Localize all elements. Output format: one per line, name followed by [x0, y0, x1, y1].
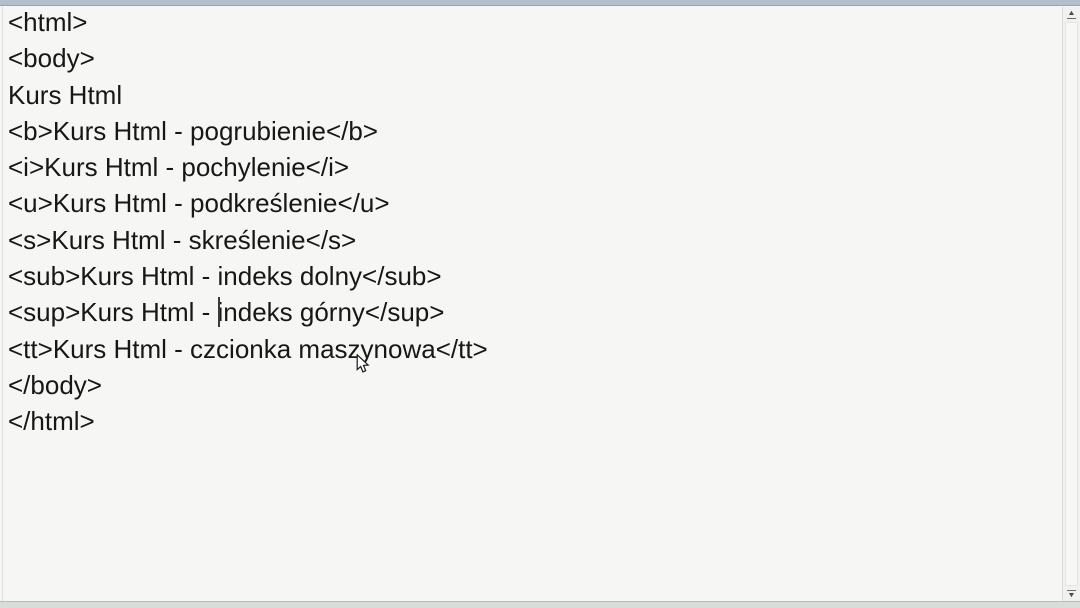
vertical-scrollbar[interactable]: ▲ ▼: [1062, 7, 1080, 601]
code-line: <b>Kurs Html - pogrubienie</b>: [8, 115, 378, 146]
scroll-up-button[interactable]: ▲: [1063, 7, 1080, 21]
scroll-down-icon: ▼: [1067, 591, 1076, 599]
code-line: <sup>Kurs Html - indeks górny</sup>: [8, 297, 445, 328]
text-area-border: [2, 7, 3, 601]
code-line: <u>Kurs Html - podkreślenie</u>: [8, 188, 390, 219]
scroll-down-icon-base: [1067, 589, 1076, 591]
code-line: <tt>Kurs Html - czcionka maszynowa</tt>: [8, 333, 488, 364]
code-line: </html>: [8, 406, 95, 437]
scroll-up-icon-base: [1067, 17, 1076, 19]
window-top-edge: [0, 0, 1080, 6]
code-line: <i>Kurs Html - pochylenie</i>: [8, 152, 350, 183]
code-line: <html>: [8, 7, 88, 37]
text-caret: [218, 297, 220, 327]
code-line: </body>: [8, 369, 102, 400]
code-lines: <html> <body> Kurs Html <b>Kurs Html - pogr…: [8, 7, 1062, 440]
code-line: <sub>Kurs Html - indeks dolny</sub>: [8, 261, 442, 292]
code-line: Kurs Html: [8, 79, 123, 110]
horizontal-scrollbar[interactable]: [0, 601, 1080, 608]
text-area[interactable]: <html> <body> Kurs Html <b>Kurs Html - pogr…: [0, 7, 1062, 601]
scroll-up-icon: ▲: [1067, 9, 1076, 17]
scroll-down-button[interactable]: ▼: [1063, 587, 1080, 601]
code-line: <s>Kurs Html - skreślenie</s>: [8, 224, 357, 255]
vertical-scrollbar-thumb[interactable]: [1065, 22, 1078, 586]
code-line: <body>: [8, 43, 95, 74]
